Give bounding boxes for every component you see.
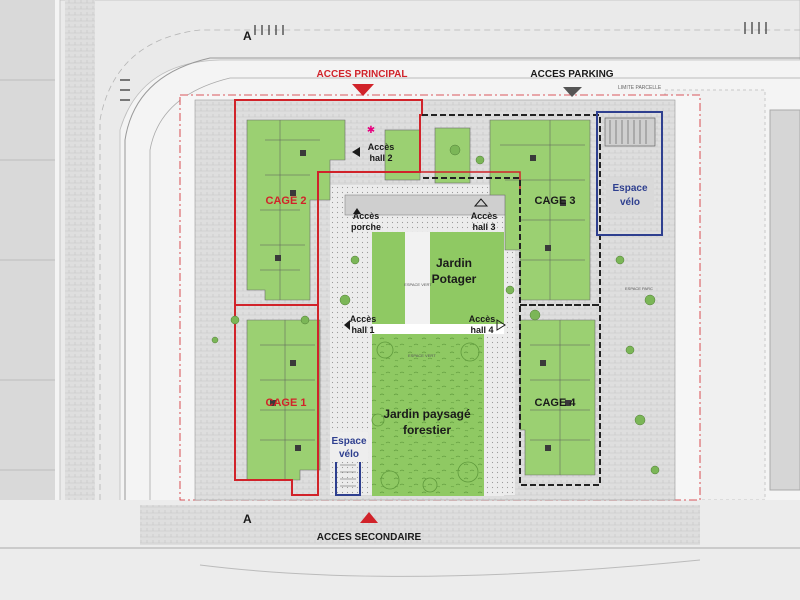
velo-east-label-2: vélo	[620, 197, 640, 208]
velo-west-label-1: Espace	[331, 436, 366, 447]
porche-label-1: Accès	[353, 211, 380, 221]
hall2-arrow-icon	[352, 147, 360, 157]
jardin-forestier: ESPACE VERT	[371, 334, 504, 496]
cage4-label: CAGE 4	[535, 397, 577, 409]
cage4-outline	[519, 304, 601, 486]
forest-label-2: forestier	[403, 423, 451, 437]
hall3-marker: Accès hall 3	[471, 198, 498, 232]
hall1-marker: Accès hall 1	[344, 314, 376, 335]
velo-west-label-2: vélo	[339, 449, 359, 460]
hall3-arrow-icon	[473, 198, 489, 207]
hall1-label-1: Accès	[350, 314, 377, 324]
section-marker-top: A	[243, 29, 252, 43]
cage3-label: CAGE 3	[535, 195, 576, 207]
hall1-arrow-icon	[344, 320, 350, 330]
hall2-marker: ✱ Accès hall 2	[352, 125, 394, 163]
porche-arrow-icon	[353, 208, 361, 214]
parking-arrow-icon	[563, 87, 582, 97]
unit-fixtures	[270, 150, 571, 451]
limite-parcelle-label: LIMITE PARCELLE	[618, 85, 662, 91]
forest-label-1: Jardin paysagé	[383, 407, 471, 421]
cage-outlines	[234, 99, 663, 496]
bike-racks	[340, 117, 656, 487]
hall2-label-1: Accès	[368, 142, 395, 152]
acces-secondaire-label: ACCES SECONDAIRE	[317, 532, 422, 543]
potager-label-1: Jardin	[436, 256, 472, 270]
espace-parc-label: ESPACE PARC	[625, 286, 653, 291]
potager-label-2: Potager	[432, 272, 477, 286]
cage1-label: CAGE 1	[266, 397, 307, 409]
acces-parking-label: ACCES PARKING	[530, 69, 613, 80]
trees	[211, 144, 660, 475]
jardin-potager: ESPACE VERT	[372, 232, 504, 334]
hall4-label-2: hall 4	[470, 325, 493, 335]
building-units	[246, 119, 596, 481]
hall3-label-2: hall 3	[472, 222, 495, 232]
principal-arrow-icon	[352, 84, 374, 96]
potager-strip-label: ESPACE VERT	[404, 282, 432, 287]
hall4-marker: Accès hall 4	[469, 314, 506, 335]
velo-east-label-1: Espace	[612, 183, 647, 194]
hall1-label-2: hall 1	[351, 325, 374, 335]
hall3-label-1: Accès	[471, 211, 498, 221]
unit-partitions	[260, 120, 590, 480]
hall4-label-1: Accès	[469, 314, 496, 324]
acces-principal-label: ACCES PRINCIPAL	[317, 69, 408, 80]
forest-top-label: ESPACE VERT	[408, 353, 436, 358]
cage1-outline	[234, 304, 319, 496]
entrance-asterisk-icon: ✱	[367, 125, 375, 136]
porche-marker: Accès porche	[351, 208, 381, 232]
velo-east-outline	[596, 111, 663, 236]
porche-label-2: porche	[351, 222, 381, 232]
secondary-arrow-icon	[360, 512, 378, 523]
cage2-label: CAGE 2	[266, 195, 307, 207]
hall4-arrow-icon	[496, 319, 506, 331]
hall2-label-2: hall 2	[369, 153, 392, 163]
section-marker-bottom: A	[243, 512, 252, 526]
